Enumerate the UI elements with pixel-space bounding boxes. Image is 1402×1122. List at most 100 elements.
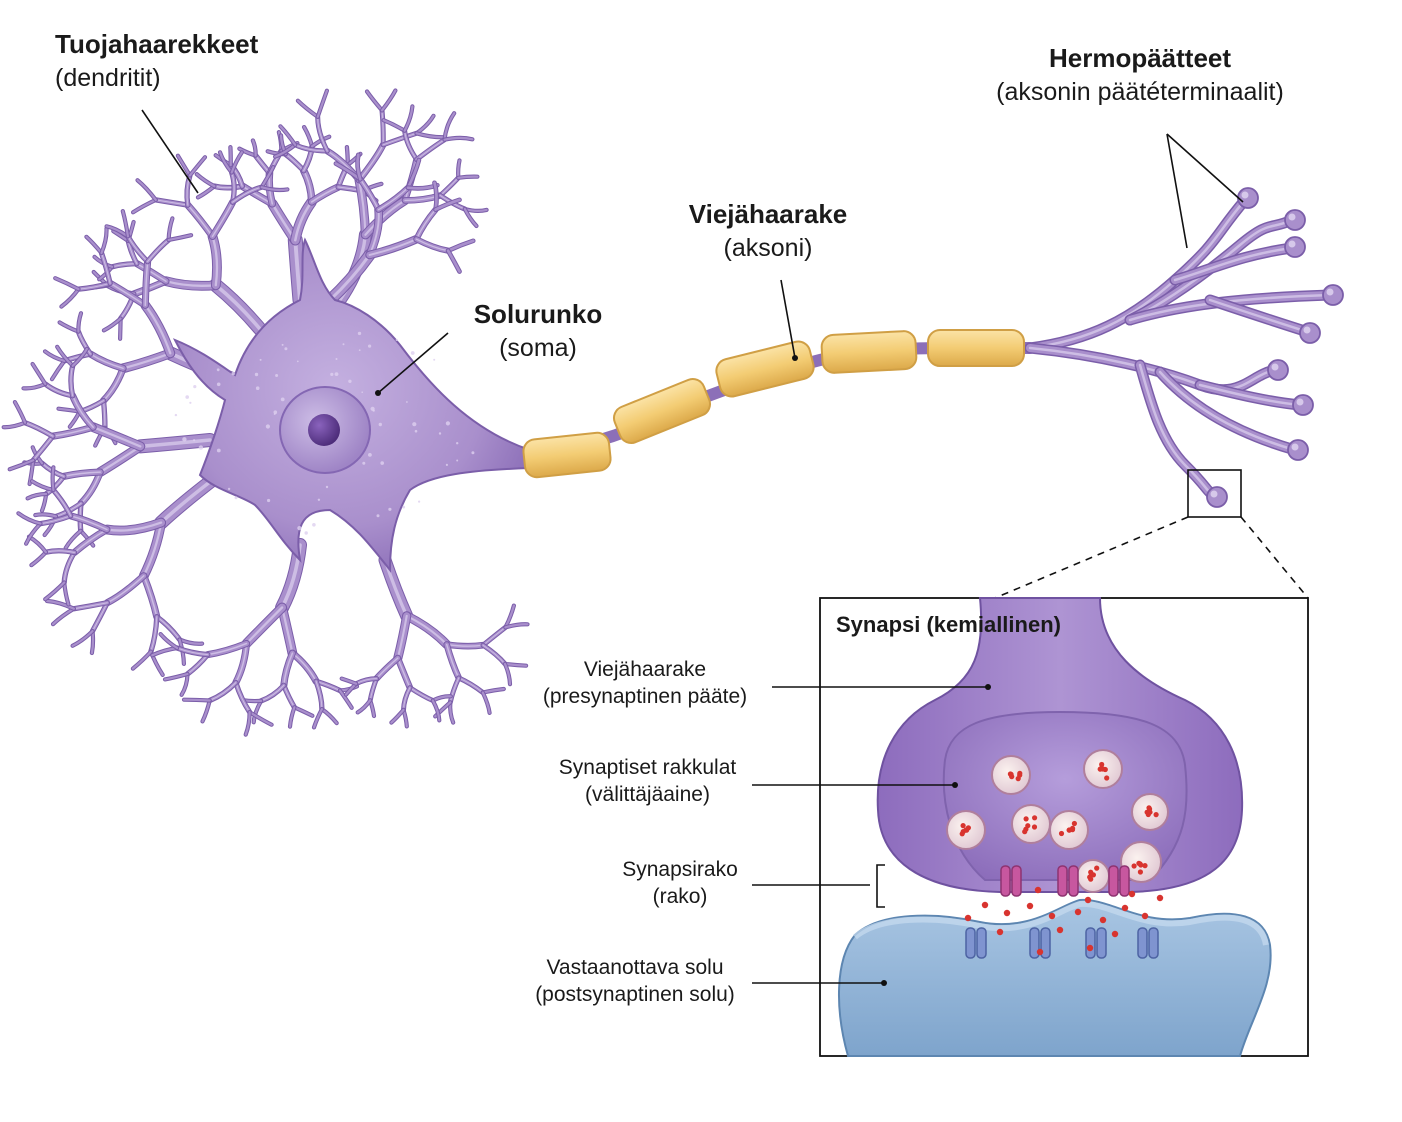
dendrite-segment-fill [167,234,193,241]
dendrite-segment-fill [463,207,478,228]
neurotransmitter-molecule [1026,902,1034,910]
soma-speckle [193,385,197,389]
dendrite-segment-fill [481,691,491,714]
dendrite-segment-highlight [209,682,237,701]
dendrite-segment-fill [26,492,48,500]
dendrite-segment-fill [60,288,80,308]
soma-speckle [368,344,372,348]
dendrite-segment-fill [274,143,297,158]
dendrite-segment-highlight [187,204,214,238]
vesicle-transmitter [1104,775,1110,781]
dendrite-segment-highlight [260,684,285,702]
dendrite-segment-highlight [136,262,167,282]
label-terminals: Hermopäätteet (aksonin päätéterminaalit) [965,42,1315,108]
soma-speckle [433,358,436,361]
dendrite-segment-fill [406,158,421,190]
dendrite-segment-fill [434,198,461,211]
soma-speckle [357,331,362,336]
axon-terminal-branch-highlight [1128,218,1294,322]
dendrite-segment-highlight [482,626,506,646]
dendrite-segment-highlight [211,235,219,287]
soma-speckle [388,507,392,511]
neurotransmitter-molecule [1034,886,1042,894]
dendrite-segment-fill [403,105,414,132]
dendrite-segment-highlight [310,186,340,203]
terminal-bouton [1237,187,1259,209]
dendrite-segment-fill [45,599,75,610]
dendrite-segment-fill [504,623,529,629]
label-dendrites-alias: (dendritit) [55,63,161,92]
axon-terminal-branch [1024,194,1251,354]
neurotransmitter-molecule [1048,912,1056,920]
terminal-bouton [1267,359,1289,381]
vesicle-transmitter [964,827,970,833]
neurotransmitter-molecule [1141,912,1149,920]
soma-speckle [342,343,345,346]
neurotransmitter-molecule [1086,944,1094,952]
dendrite-segment-fill [365,90,384,112]
terminal-bouton-highlight [1288,213,1296,221]
dendrite-segment-fill [51,466,55,492]
soma-speckle [456,442,459,445]
label-vesicles-line1: Synaptiset rakkulat [558,756,737,779]
dendrite-segment-fill [77,312,83,333]
soma-speckle [368,453,372,457]
soma-speckle [380,461,385,465]
dendrite-segment-fill [121,210,129,238]
dendrite-segment-highlight [283,684,295,708]
dendrite-segment-fill [17,512,42,525]
vesicle-transmitter [1023,816,1029,822]
soma-speckle [304,531,308,535]
dendrite-segment-highlight [70,365,74,397]
vesicle-cavity [942,710,1188,881]
dendrite-segment-highlight [52,489,72,517]
neurotransmitter-molecule [1036,948,1044,956]
dendrite-segment-fill [260,186,289,192]
dendrite-segment-highlight [89,353,124,370]
dendrite-segment-highlight [232,186,263,203]
terminal-bouton-highlight [1241,191,1249,199]
dendrite-segment-highlight [127,235,149,263]
soma-speckle [284,347,288,351]
terminal-bouton [1299,322,1321,344]
vesicle-transmitter [1071,820,1077,827]
label-terminals-alias: (aksonin päätéterminaalit) [996,77,1284,106]
soma-speckle [445,463,448,466]
dendrite-segment-fill [51,607,75,626]
vesicle-transmitter [1147,809,1153,815]
soma-speckle [471,451,475,455]
dendrite-segment-highlight [176,647,209,656]
dendrite-segment-highlight [32,435,54,461]
dendrite-segment-fill [503,662,512,686]
inset-leader-lines [752,686,988,984]
dendrite-segment-highlight [294,144,328,152]
neurotransmitter-molecule [981,901,989,909]
soma-speckle [418,500,421,503]
neurotransmitter-molecule [1156,894,1164,902]
label-cleft: Synapsirako (rako) [590,856,770,911]
label-soma-name: Solurunko [473,299,603,329]
label-vesicles-line2: (välittäjäaine) [585,783,710,807]
dendrite-segment-fill [56,345,74,367]
terminal-bouton [1284,236,1306,258]
label-presynaptic-line2: (presynaptinen pääte) [542,685,748,709]
dendrite-segment-fill [260,166,275,189]
dendrite-segment-fill [102,317,122,332]
neurotransmitter-molecule [1099,916,1107,924]
vesicle-transmitter [1131,863,1137,869]
receptor-subunit [1148,927,1159,959]
dendrite-segment-highlight [364,199,407,236]
terminal-bouton [1287,439,1309,461]
label-axon: Viejähaarake (aksoni) [668,198,868,264]
dendrite-segment-fill [356,699,372,714]
receptor-subunit [1057,865,1068,897]
soma-speckle [255,386,260,391]
receptor-subunit [1040,927,1051,959]
dendrite-segment-fill [64,529,82,549]
dendrite-segment-highlight [144,260,149,307]
vesicle-transmitter [1097,766,1103,772]
soma-speckle [267,498,271,503]
neurotransmitter-molecule [1056,926,1064,934]
synaptic-vesicles [946,749,1169,893]
